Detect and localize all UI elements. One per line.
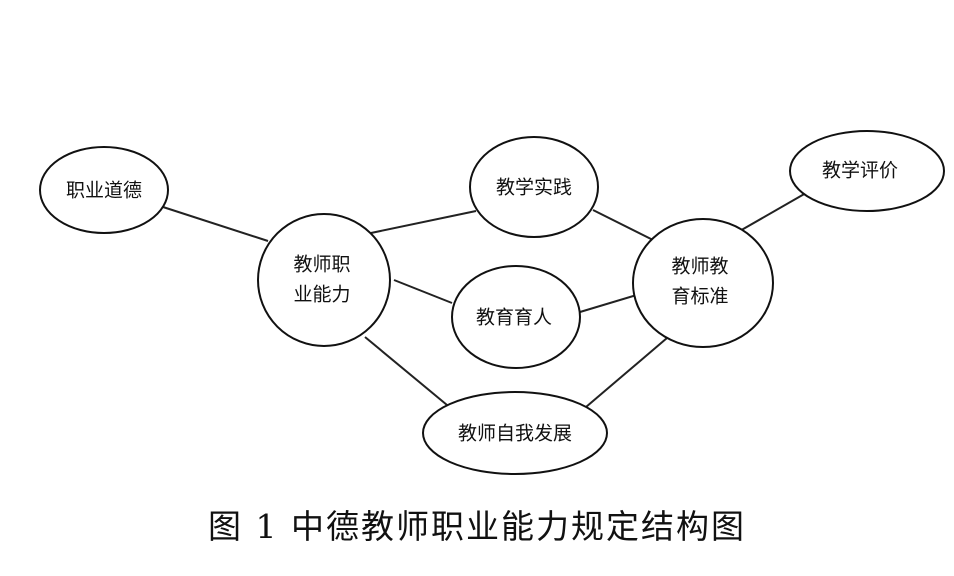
- node-teaching-practice: 教学实践: [469, 136, 599, 238]
- edge-educating-standards: [579, 293, 641, 313]
- edge-practice-standards: [592, 209, 654, 241]
- node-teaching-practice-label: 教学实践: [496, 177, 572, 199]
- edge-competence-practice: [370, 210, 477, 234]
- node-educating-people-label: 教育育人: [476, 307, 552, 329]
- node-teacher-competence: 教师职 业能力: [257, 213, 391, 347]
- edge-competence-development: [364, 336, 448, 406]
- edge-ethics-competence: [162, 206, 269, 242]
- node-professional-ethics-label: 职业道德: [66, 180, 142, 202]
- node-teacher-standards-label-line1: 教师教: [671, 256, 728, 278]
- node-teaching-evaluation: 教学评价: [789, 130, 945, 212]
- node-self-development-label: 教师自我发展: [458, 423, 572, 445]
- edge-standards-development: [585, 337, 668, 408]
- node-self-development: 教师自我发展: [422, 391, 608, 475]
- node-teacher-standards: 教师教 育标准: [632, 218, 774, 348]
- structure-diagram: 职业道德 教师职 业能力 教学实践 教育育人 教师教 育标准 教学评价 教师自我…: [39, 130, 945, 475]
- node-educating-people: 教育育人: [451, 265, 581, 369]
- node-teaching-evaluation-label: 教学评价: [822, 160, 898, 182]
- node-teacher-standards-label-line2: 育标准: [671, 286, 728, 308]
- edge-standards-evaluation: [737, 192, 807, 233]
- edge-competence-educating: [393, 279, 453, 304]
- node-professional-ethics: 职业道德: [39, 146, 169, 234]
- node-teacher-competence-label-line2: 业能力: [293, 284, 350, 306]
- node-teacher-competence-label-line1: 教师职: [293, 254, 350, 276]
- figure-caption: 图 1 中德教师职业能力规定结构图: [208, 507, 746, 546]
